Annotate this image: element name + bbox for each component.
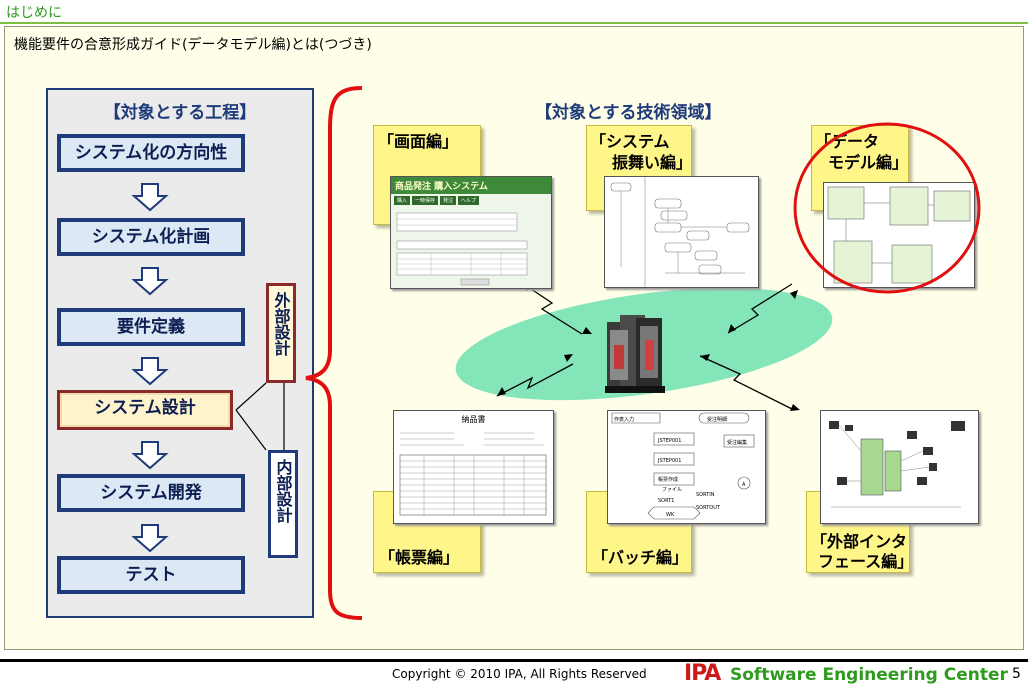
card-behavior-label-1: 「システム <box>590 132 670 151</box>
process-step-test: テスト <box>57 556 245 594</box>
slide-subtitle: 機能要件の合意形成ガイド(データモデル編)とは(つづき) <box>14 37 372 53</box>
external-design-box: 外部設計 <box>266 283 296 383</box>
card-form-label: 「帳票編」 <box>379 548 460 567</box>
batch-thumb-label-10: WK <box>666 512 675 518</box>
process-step-requirements: 要件定義 <box>57 308 245 346</box>
screen-thumb-body <box>396 212 528 286</box>
form-thumbnail: 納品書 <box>393 410 554 524</box>
process-title: 【対象とする工程】 <box>103 103 257 123</box>
external-design-label: 外部設計 <box>271 292 291 356</box>
card-screen-label: 「画面編」 <box>378 132 459 151</box>
batch-thumb-label-1: 受注明細 <box>707 416 727 423</box>
process-step-planning: システム化計画 <box>57 218 245 256</box>
data-model-thumbnail <box>823 182 975 288</box>
batch-thumb-label-4: JSTEP001 <box>657 458 681 464</box>
server-icon <box>605 315 665 393</box>
batch-thumb-label-0: 作表入力 <box>614 416 634 423</box>
batch-thumb-label-6: ファイル <box>662 487 682 493</box>
batch-thumb-label-8: SORT1 <box>658 498 674 504</box>
process-step-system-design: システム設計 <box>57 390 233 430</box>
interface-thumbnail <box>820 410 979 524</box>
process-step-direction: システム化の方向性 <box>57 134 245 172</box>
down-arrow-icon <box>131 183 169 212</box>
batch-thumbnail: 作表入力 受注明細 JSTEP001 受注編集 JSTEP001 帳票作成 ファ… <box>607 410 766 524</box>
footer-divider <box>0 659 1028 662</box>
header-divider <box>0 22 1028 24</box>
section-header: はじめに <box>6 5 62 21</box>
card-behavior-label-2: 振舞い編」 <box>612 153 693 172</box>
batch-thumb-label-5: 帳票作成 <box>658 476 678 483</box>
org-name: Software Engineering Center <box>730 665 1008 685</box>
down-arrow-icon <box>131 524 169 553</box>
card-interface-label-1: 「外部インタ <box>811 532 908 551</box>
page-number: 5 <box>1012 666 1021 682</box>
ipa-logo: IPA <box>684 661 721 686</box>
card-batch-label: 「バッチ編」 <box>592 548 689 567</box>
card-interface-label-2: フェース編」 <box>818 552 914 571</box>
down-arrow-icon <box>131 357 169 386</box>
red-brace <box>305 86 363 620</box>
down-arrow-icon <box>131 267 169 296</box>
screen-thumb-tab: 一時保存 <box>412 196 439 205</box>
domain-title: 【対象とする技術領域】 <box>535 103 722 123</box>
screen-thumbnail: 商品発注 購入システム 購入 一時保存 発注 ヘルプ <box>390 176 552 289</box>
process-step-development: システム開発 <box>57 474 245 512</box>
batch-thumb-label-2: JSTEP001 <box>657 438 681 444</box>
data-model-highlight-circle <box>793 122 981 294</box>
screen-thumb-title: 商品発注 購入システム <box>391 177 551 194</box>
screen-thumb-tab: 購入 <box>394 196 411 205</box>
screen-thumb-tab: ヘルプ <box>458 196 480 205</box>
batch-thumb-label-11: A <box>742 482 746 488</box>
internal-design-label: 内部設計 <box>273 459 293 523</box>
card-data-label-1: 「データ <box>815 132 880 151</box>
internal-design-box: 内部設計 <box>268 450 298 558</box>
batch-thumb-label-7: SORTIN <box>696 492 715 498</box>
copyright-text: Copyright © 2010 IPA, All Rights Reserve… <box>392 667 647 681</box>
batch-thumb-label-9: SORTOUT <box>696 505 721 511</box>
card-data-label-2: モデル編」 <box>828 153 909 172</box>
screen-thumb-tab: 発注 <box>440 196 457 205</box>
down-arrow-icon <box>131 441 169 470</box>
form-thumb-title: 納品書 <box>461 415 486 424</box>
behavior-thumbnail <box>604 176 759 288</box>
batch-thumb-label-3: 受注編集 <box>727 439 747 446</box>
